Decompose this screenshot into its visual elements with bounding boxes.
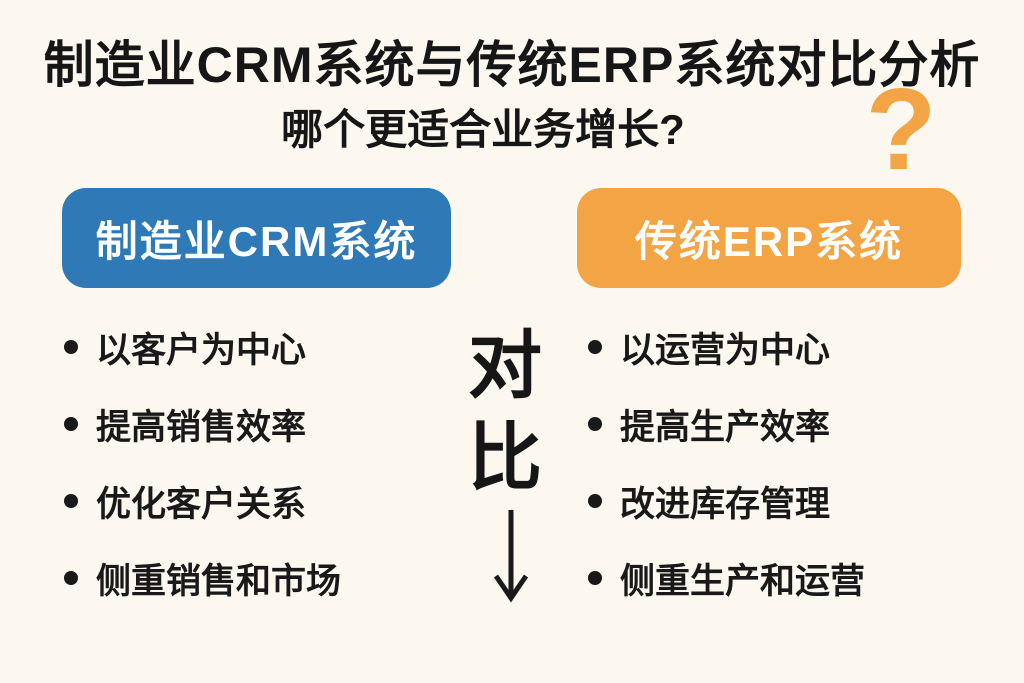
list-item: 侧重生产和运营	[588, 557, 865, 601]
crm-feature-2: 优化客户关系	[96, 484, 307, 524]
list-item: 提高生产效率	[588, 403, 865, 447]
crm-header-pill: 制造业CRM系统	[62, 188, 451, 288]
erp-feature-3: 侧重生产和运营	[620, 561, 866, 601]
compare-label-top: 对	[468, 324, 542, 407]
erp-feature-list: 以运营为中心 提高生产效率 改进库存管理 侧重生产和运营	[588, 326, 865, 634]
compare-label: 对 比	[452, 320, 558, 504]
page-title: 制造业CRM系统与传统ERP系统对比分析	[43, 37, 981, 93]
bullet-icon	[588, 340, 602, 354]
crm-feature-0: 以客户为中心	[96, 330, 307, 370]
question-mark-icon: ?	[865, 64, 937, 194]
bullet-icon	[588, 417, 602, 431]
crm-feature-3: 侧重销售和市场	[96, 561, 342, 601]
page-subtitle: 哪个更适合业务增长?	[281, 106, 685, 153]
bullet-icon	[64, 340, 78, 354]
erp-feature-2: 改进库存管理	[620, 484, 831, 524]
bullet-icon	[64, 494, 78, 508]
erp-feature-1: 提高生产效率	[620, 407, 831, 447]
list-item: 优化客户关系	[64, 480, 341, 524]
erp-header-label: 传统ERP系统	[634, 217, 904, 265]
bullet-icon	[64, 417, 78, 431]
crm-header-label: 制造业CRM系统	[95, 217, 418, 265]
crm-feature-1: 提高销售效率	[96, 407, 307, 447]
list-item: 改进库存管理	[588, 480, 865, 524]
list-item: 侧重销售和市场	[64, 557, 341, 601]
list-item: 以运营为中心	[588, 326, 865, 370]
compare-label-bottom: 比	[468, 416, 542, 499]
down-arrow-icon	[493, 510, 529, 603]
bullet-icon	[64, 571, 78, 585]
list-item: 以客户为中心	[64, 326, 341, 370]
erp-feature-0: 以运营为中心	[620, 330, 831, 370]
list-item: 提高销售效率	[64, 403, 341, 447]
bullet-icon	[588, 494, 602, 508]
bullet-icon	[588, 571, 602, 585]
erp-header-pill: 传统ERP系统	[577, 188, 961, 288]
crm-feature-list: 以客户为中心 提高销售效率 优化客户关系 侧重销售和市场	[64, 326, 341, 634]
